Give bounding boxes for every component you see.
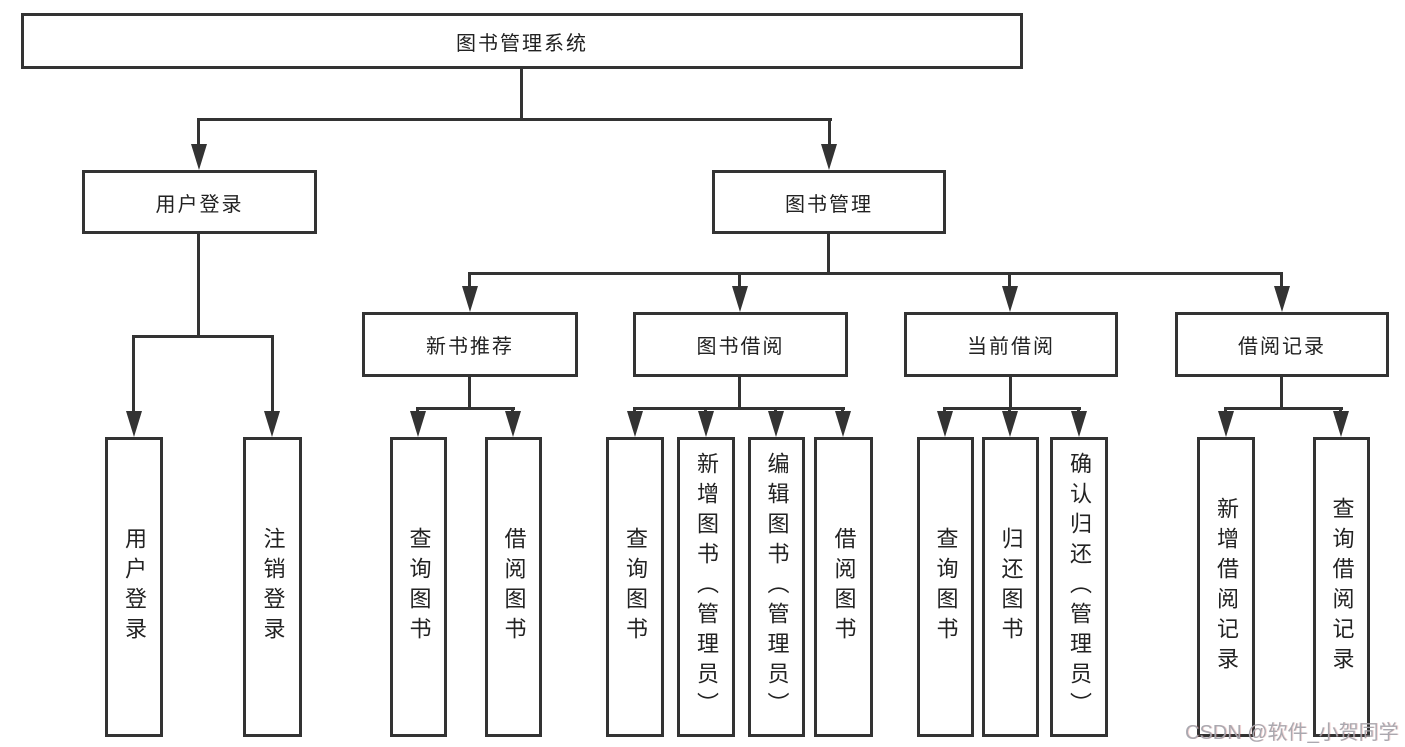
connector-line (468, 377, 471, 410)
connector-line (469, 272, 1283, 275)
node-borrow-add-book-admin-label: 新增图书（管理员） (694, 452, 719, 722)
connector-line (738, 377, 741, 410)
connector-line (520, 69, 523, 121)
connector-line (1009, 377, 1012, 410)
connector-line (1280, 377, 1283, 410)
node-leaf-logout-login-label: 注销登录 (260, 527, 286, 647)
node-rec-query-book: 查询图书 (390, 437, 447, 737)
node-rec-borrow-book: 借阅图书 (485, 437, 542, 737)
connector-line (133, 335, 274, 338)
connector-line (633, 407, 845, 410)
node-records-add-record: 新增借阅记录 (1197, 437, 1255, 737)
node-leaf-user-login: 用户登录 (105, 437, 163, 737)
arrow-down-icon (1333, 411, 1349, 437)
node-borrow-records-label: 借阅记录 (1238, 336, 1326, 358)
node-current-return-book: 归还图书 (982, 437, 1039, 737)
node-current-confirm-return-label: 确认归还（管理员） (1067, 452, 1092, 722)
node-current-confirm-return: 确认归还（管理员） (1050, 437, 1108, 737)
arrow-down-icon (191, 144, 207, 170)
node-borrow-query-book-label: 查询图书 (623, 527, 648, 647)
node-user-login: 用户登录 (82, 170, 317, 234)
node-borrow-edit-book-admin-label: 编辑图书（管理员） (764, 452, 790, 722)
arrow-down-icon (1002, 411, 1018, 437)
node-records-add-record-label: 新增借阅记录 (1214, 497, 1239, 677)
connector-line (738, 272, 741, 294)
arrow-down-icon (462, 286, 478, 312)
node-current-borrow: 当前借阅 (904, 312, 1118, 377)
connector-line (132, 335, 135, 415)
arrow-down-icon (732, 286, 748, 312)
node-borrow-borrow-book: 借阅图书 (814, 437, 873, 737)
connector-line (197, 234, 200, 338)
node-new-book-recommend: 新书推荐 (362, 312, 578, 377)
arrow-down-icon (410, 411, 426, 437)
connector-line (198, 118, 832, 121)
connector-line (1008, 272, 1011, 294)
node-book-management: 图书管理 (712, 170, 946, 234)
node-current-return-book-label: 归还图书 (998, 527, 1024, 647)
watermark: CSDN @软件_小贺同学 (1185, 722, 1399, 744)
connector-line (468, 272, 471, 294)
connector-line (1280, 272, 1283, 294)
arrow-down-icon (768, 411, 784, 437)
node-book-borrow: 图书借阅 (633, 312, 848, 377)
node-leaf-user-login-label: 用户登录 (122, 527, 147, 647)
arrow-down-icon (126, 411, 142, 437)
arrow-down-icon (1071, 411, 1087, 437)
connector-line (944, 407, 1081, 410)
arrow-down-icon (505, 411, 521, 437)
node-book-borrow-label: 图书借阅 (696, 336, 785, 358)
node-borrow-borrow-book-label: 借阅图书 (831, 527, 857, 647)
arrow-down-icon (821, 144, 837, 170)
connector-line (828, 118, 831, 150)
node-leaf-logout-login: 注销登录 (243, 437, 302, 737)
node-current-query-book: 查询图书 (917, 437, 974, 737)
node-current-query-book-label: 查询图书 (933, 527, 959, 647)
arrow-down-icon (627, 411, 643, 437)
node-new-book-recommend-label: 新书推荐 (426, 336, 514, 358)
connector-line (271, 335, 274, 415)
node-records-query-record-label: 查询借阅记录 (1329, 497, 1355, 677)
node-rec-query-book-label: 查询图书 (406, 527, 432, 647)
node-book-management-label: 图书管理 (785, 193, 873, 216)
arrow-down-icon (698, 411, 714, 437)
node-rec-borrow-book-label: 借阅图书 (501, 527, 527, 647)
node-library-management-system-label: 图书管理系统 (456, 32, 588, 55)
connector-line (197, 118, 200, 150)
arrow-down-icon (937, 411, 953, 437)
node-records-query-record: 查询借阅记录 (1313, 437, 1370, 737)
node-library-management-system: 图书管理系统 (21, 13, 1023, 69)
node-current-borrow-label: 当前借阅 (967, 336, 1055, 358)
node-borrow-query-book: 查询图书 (606, 437, 664, 737)
node-borrow-edit-book-admin: 编辑图书（管理员） (748, 437, 805, 737)
connector-line (417, 407, 515, 410)
arrow-down-icon (1002, 286, 1018, 312)
arrow-down-icon (264, 411, 280, 437)
arrow-down-icon (1218, 411, 1234, 437)
node-borrow-records: 借阅记录 (1175, 312, 1389, 377)
node-borrow-add-book-admin: 新增图书（管理员） (677, 437, 735, 737)
node-user-login-label: 用户登录 (155, 193, 244, 216)
arrow-down-icon (835, 411, 851, 437)
connector-line (827, 234, 830, 275)
connector-line (1225, 407, 1343, 410)
arrow-down-icon (1274, 286, 1290, 312)
